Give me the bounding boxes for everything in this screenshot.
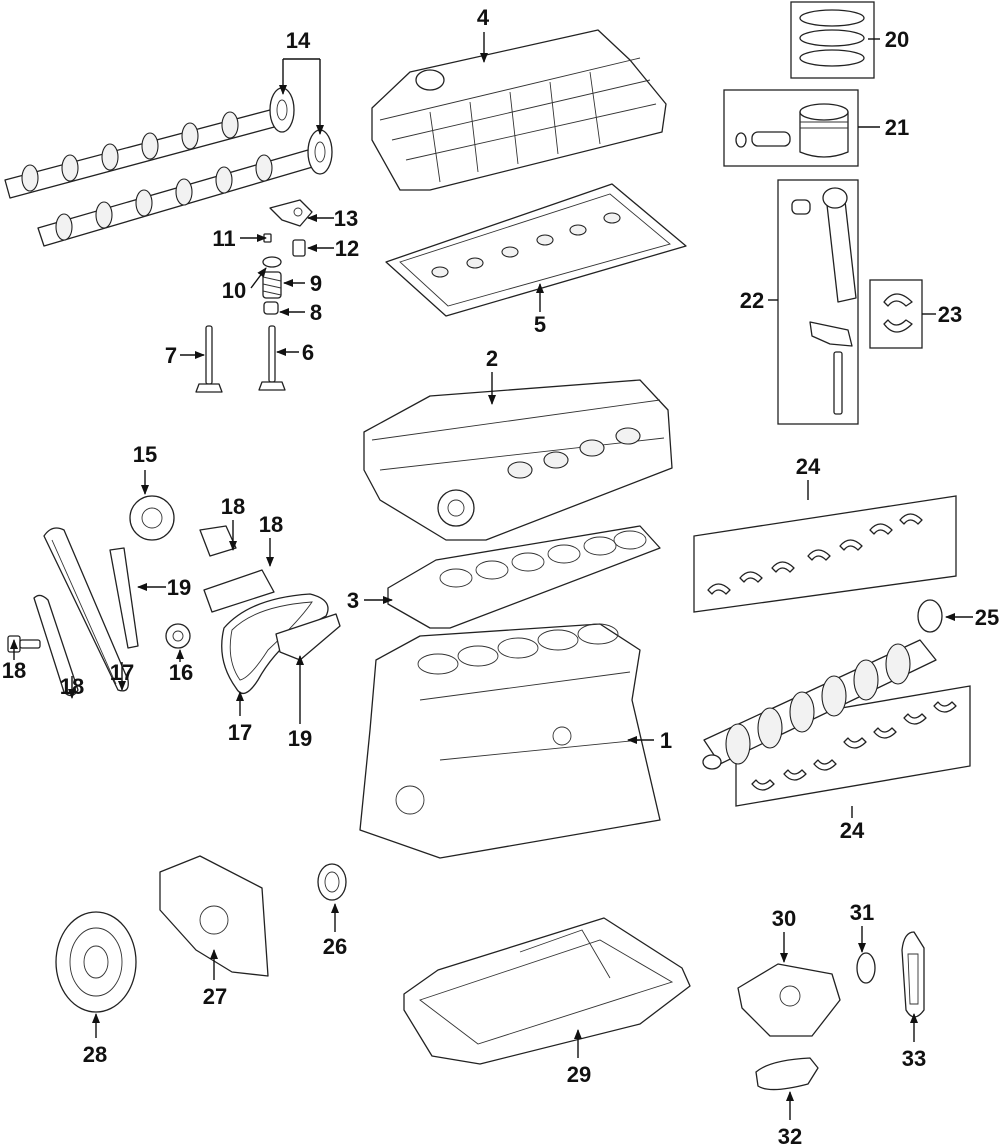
callout-22: 22	[740, 288, 764, 313]
camshaft-intake	[4, 87, 295, 199]
chain-rail	[109, 547, 139, 649]
callout-11: 11	[212, 226, 235, 251]
callout-18-top: 18	[221, 494, 245, 519]
timing-cover	[159, 855, 269, 977]
camshaft-sprocket	[129, 495, 175, 541]
callout-13: 13	[334, 206, 358, 231]
callout-26: 26	[323, 934, 347, 959]
callout-7: 7	[165, 343, 177, 368]
chain-guide-upper	[203, 569, 275, 613]
tensioner-bolt	[7, 635, 41, 653]
engine-block	[359, 623, 661, 859]
valve-cover	[371, 29, 667, 191]
callout-2: 2	[486, 346, 498, 371]
chain-tensioner-upper	[199, 525, 237, 557]
rod-bearing-set	[869, 279, 923, 349]
callout-16: 16	[169, 660, 193, 685]
callout-9: 9	[310, 271, 322, 296]
callout-12: 12	[335, 236, 359, 261]
piston-rings	[790, 1, 875, 79]
callout-4: 4	[477, 5, 490, 30]
callout-25: 25	[975, 605, 999, 630]
callout-18-far-left: 18	[2, 658, 26, 683]
valve-spring	[262, 271, 282, 299]
callout-15: 15	[133, 442, 157, 467]
oil-pump-drive-sprocket	[856, 952, 876, 984]
callout-24-lower: 24	[840, 818, 865, 843]
oil-pan	[403, 917, 691, 1065]
valve-seal	[263, 301, 279, 315]
oil-pump	[737, 963, 841, 1037]
callout-32: 32	[778, 1124, 802, 1148]
main-bearings-lower	[735, 685, 971, 807]
callout-19-lower: 19	[288, 726, 312, 751]
callout-5: 5	[534, 312, 546, 337]
camshaft-exhaust	[37, 129, 333, 247]
oil-pump-sprocket	[165, 623, 191, 649]
callout-17-left: 17	[110, 660, 134, 685]
crankshaft	[702, 599, 943, 770]
piston-assembly	[723, 89, 859, 167]
head-gasket	[387, 525, 661, 629]
chain-guide-left	[33, 594, 79, 697]
callout-14: 14	[286, 28, 311, 53]
callout-27: 27	[203, 984, 227, 1009]
main-bearings-upper	[693, 495, 957, 613]
valve-cover-gasket	[385, 183, 687, 317]
valve-spring-retainer	[262, 256, 282, 268]
callout-23: 23	[938, 302, 962, 327]
callout-17-right: 17	[228, 720, 252, 745]
callout-24-upper: 24	[796, 454, 821, 479]
oil-pickup-tube	[755, 1057, 819, 1091]
callout-18-right: 18	[259, 512, 283, 537]
exhaust-valve	[258, 325, 286, 391]
callout-10: 10	[222, 278, 246, 303]
callout-8: 8	[310, 300, 322, 325]
front-crankshaft-seal	[317, 863, 347, 901]
callout-20: 20	[885, 27, 909, 52]
callout-30: 30	[772, 906, 796, 931]
rocker-arm	[269, 199, 313, 227]
callout-6: 6	[302, 340, 314, 365]
oil-pump-chain	[901, 931, 925, 1018]
chain-guide-lower	[275, 613, 341, 661]
callout-21: 21	[885, 115, 909, 140]
callout-19-upper: 19	[167, 575, 191, 600]
intake-valve	[195, 325, 223, 393]
callout-29: 29	[567, 1062, 591, 1087]
lash-adjuster	[292, 239, 306, 257]
callout-1: 1	[660, 728, 672, 753]
callout-28: 28	[83, 1042, 107, 1067]
callout-3: 3	[347, 588, 359, 613]
crankshaft-pulley	[55, 911, 137, 1013]
cylinder-head	[363, 379, 673, 541]
callout-31: 31	[850, 900, 874, 925]
callout-33: 33	[902, 1046, 926, 1071]
connecting-rod-assembly	[777, 179, 859, 425]
callout-18-left: 18	[60, 674, 84, 699]
